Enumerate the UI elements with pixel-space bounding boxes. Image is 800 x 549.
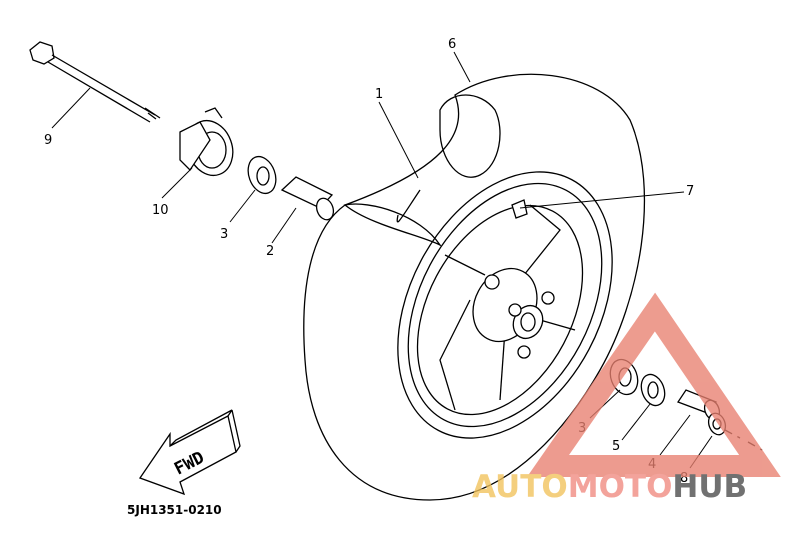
watermark-text: AUTOMOTOHUB [472, 469, 747, 505]
callout-9: 9 [44, 133, 52, 148]
watermark-auto: AUTO [472, 469, 568, 505]
wheel-assembly [303, 73, 646, 501]
drawing-code: 5JH1351-0210 [127, 503, 222, 517]
callout-3: 3 [220, 227, 228, 242]
watermark-triangle-icon [526, 292, 781, 477]
callout-10: 10 [152, 203, 169, 218]
watermark: AUTOMOTOHUB [472, 292, 781, 505]
callout-7: 7 [686, 184, 694, 199]
callout-1: 1 [375, 87, 383, 102]
watermark-moto: MOTO [568, 469, 673, 505]
valve [511, 199, 528, 219]
watermark-hub: HUB [672, 469, 747, 505]
spacer [280, 176, 335, 221]
fwd-arrow: FWD [138, 409, 241, 496]
oil-seal [640, 373, 666, 407]
axle [29, 41, 161, 123]
callout-8: 8 [680, 471, 688, 486]
callout-5: 5 [612, 439, 620, 454]
leader-lines [51, 51, 713, 469]
tire [303, 73, 646, 501]
bearing-left [247, 155, 277, 195]
fwd-arrow-icon [138, 415, 237, 496]
callout-2: 2 [266, 244, 274, 259]
callout-6: 6 [448, 37, 456, 52]
speedometer-gear-unit [179, 107, 234, 177]
